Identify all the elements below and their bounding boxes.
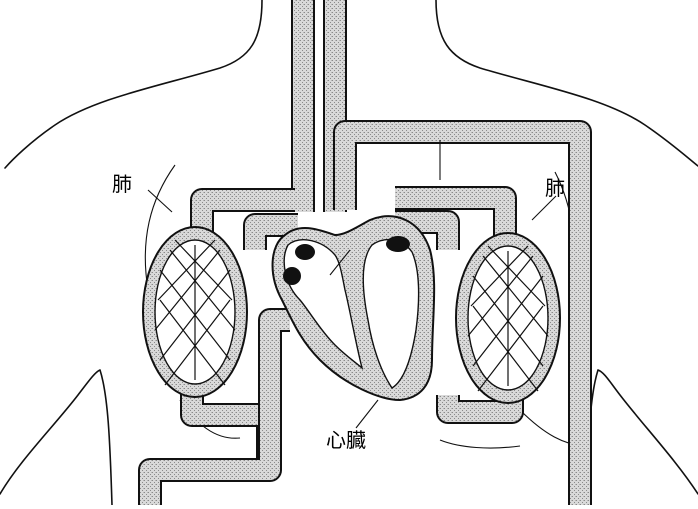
left-lung-capillaries [143, 227, 247, 397]
lung-label-right: 肺 [545, 178, 565, 198]
lung-label-left: 肺 [112, 174, 132, 194]
right-lung-capillaries [456, 233, 560, 403]
heart-label: 心臓 [326, 430, 366, 450]
heart [273, 216, 435, 400]
